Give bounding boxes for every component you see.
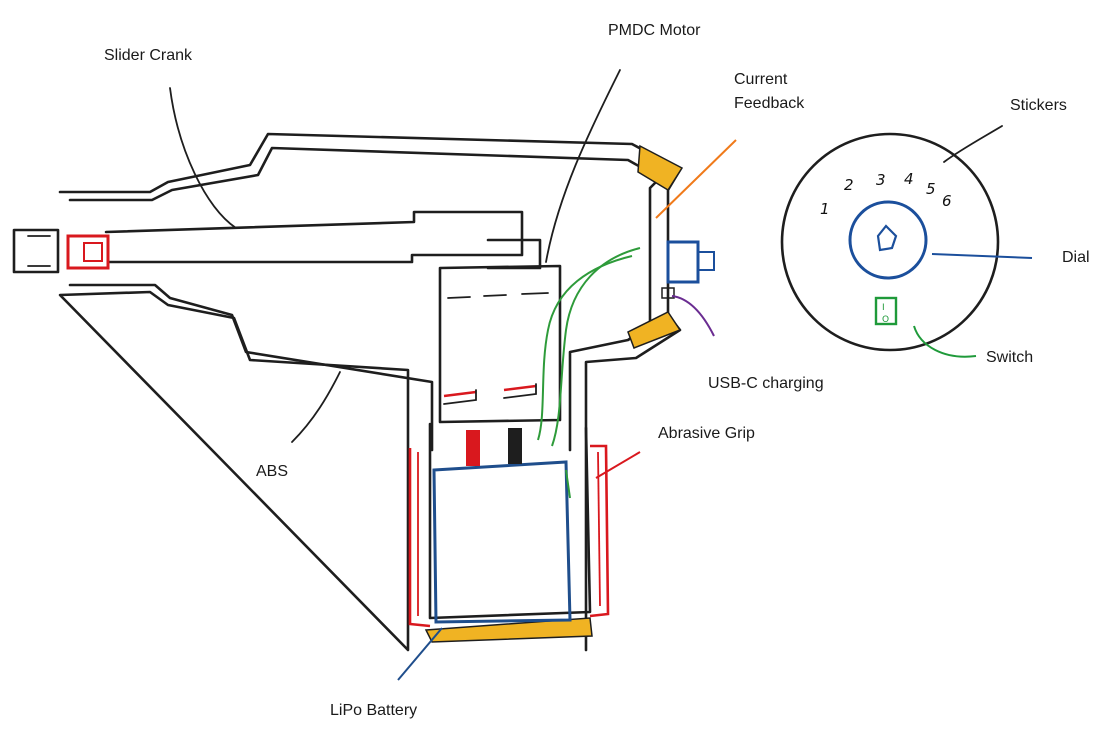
dial-number-5: 5 <box>926 180 936 198</box>
label-abrasive-grip: Abrasive Grip <box>658 422 755 446</box>
motor-output-blue <box>668 242 698 282</box>
battery-red-wire <box>466 430 480 466</box>
nozzle-inner <box>28 236 50 266</box>
motor-terminals-red <box>444 386 536 396</box>
dial-pointer <box>878 226 896 250</box>
dial-number-3: 3 <box>876 171 886 189</box>
motor-dashes <box>448 293 548 298</box>
leader-slider-crank <box>170 88 236 228</box>
label-current-feedback: Current Feedback <box>734 68 844 116</box>
label-lipo-battery: LiPo Battery <box>330 699 417 723</box>
dial-panel-circle <box>782 134 998 350</box>
crank-rod <box>106 212 522 262</box>
switch-mark-off: O <box>882 315 889 325</box>
lipo-battery <box>434 428 570 622</box>
dial-number-2: 2 <box>844 176 854 194</box>
leader-switch <box>914 326 976 357</box>
leader-abrasive-grip <box>596 452 640 478</box>
label-dial: Dial <box>1062 246 1090 270</box>
shell-outer <box>60 134 680 650</box>
bumper-right-lower <box>628 312 680 348</box>
dial-panel: 1 2 3 4 5 6 I O <box>782 126 1032 357</box>
dial-number-4: 4 <box>904 170 914 188</box>
crank-piston-inner <box>84 243 102 261</box>
switch-mark-on: I <box>882 303 885 313</box>
shell-outer-lower <box>60 292 408 650</box>
label-pmdc-motor: PMDC Motor <box>608 19 700 43</box>
label-stickers: Stickers <box>1010 94 1067 118</box>
dial-number-1: 1 <box>820 200 830 218</box>
dial-knob[interactable] <box>850 202 926 278</box>
battery-pack <box>434 462 570 622</box>
label-switch: Switch <box>986 346 1033 370</box>
motor-shaft-blue <box>698 252 714 270</box>
leader-lipo-battery <box>398 628 442 680</box>
leader-stickers <box>944 126 1002 162</box>
dial-number-6: 6 <box>942 192 952 210</box>
label-usb-c-charging: USB-C charging <box>708 372 824 396</box>
bumper-top <box>638 146 682 190</box>
leader-dial <box>932 254 1032 258</box>
label-abs: ABS <box>256 460 288 484</box>
abs-shell <box>14 134 680 650</box>
battery-black-wire <box>508 428 522 464</box>
label-slider-crank: Slider Crank <box>104 44 192 68</box>
slider-crank-assembly <box>68 212 540 268</box>
grip-left-red <box>410 448 430 626</box>
leader-pmdc-motor <box>546 70 620 262</box>
leader-abs <box>292 372 340 442</box>
